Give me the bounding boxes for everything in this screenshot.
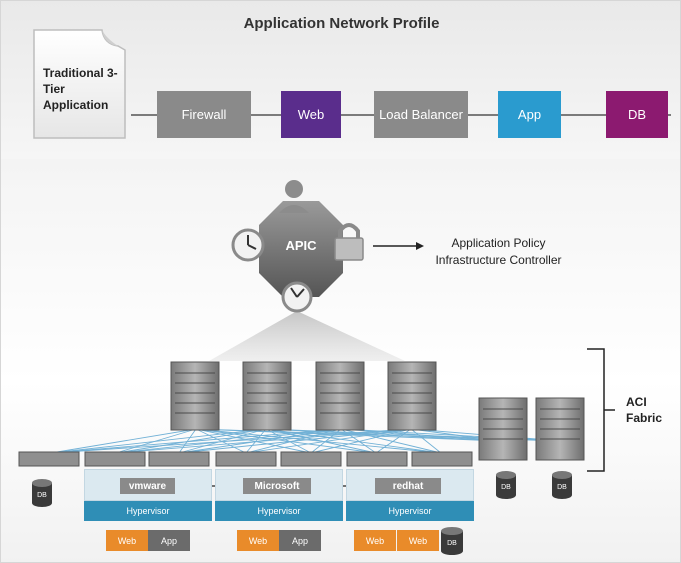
fabric-graphics: DB DB DB DB bbox=[18, 180, 615, 555]
apic-fabric-cone bbox=[209, 311, 405, 361]
db-icon: DB bbox=[496, 471, 516, 499]
tier-label: App bbox=[517, 107, 542, 122]
document-icon bbox=[33, 29, 126, 139]
db-text: DB bbox=[37, 492, 47, 499]
apic-label[interactable]: APIC bbox=[285, 238, 317, 253]
spine-switches bbox=[170, 361, 585, 461]
leaf-switch bbox=[84, 451, 146, 467]
apic-description: Application Policy Infrastructure Contro… bbox=[435, 236, 562, 267]
tier-firewall[interactable]: Firewall bbox=[157, 91, 251, 138]
workload-web[interactable]: Web bbox=[354, 530, 396, 551]
workload-web[interactable]: Web bbox=[397, 530, 439, 551]
clock-icon bbox=[231, 228, 265, 262]
tier-label: Web bbox=[297, 107, 325, 122]
spine-switch bbox=[315, 361, 365, 431]
db-text: DB bbox=[557, 484, 567, 491]
vendor-microsoft[interactable]: Microsoft bbox=[243, 478, 311, 494]
hypervisor-bar-1[interactable]: Hypervisor bbox=[84, 501, 212, 521]
vendor-vmware[interactable]: vmware bbox=[120, 478, 175, 494]
aci-fabric-bracket bbox=[587, 348, 615, 472]
apic-octagon bbox=[259, 201, 343, 297]
tier-web[interactable]: Web bbox=[281, 91, 341, 138]
traditional-3-tier-app-label: Traditional 3-Tier Application bbox=[43, 66, 118, 112]
application-network-profile-panel: Application Network Profile Traditional … bbox=[1, 1, 680, 160]
tier-db[interactable]: DB bbox=[606, 91, 668, 138]
spine-switch bbox=[242, 361, 292, 431]
leaf-switch bbox=[215, 451, 277, 467]
hypervisor-bar-3[interactable]: Hypervisor bbox=[346, 501, 474, 521]
leaf-switch bbox=[280, 451, 342, 467]
leaf-switch bbox=[148, 451, 210, 467]
db-text: DB bbox=[447, 540, 457, 547]
db-icon: DB bbox=[32, 479, 52, 507]
leaf-switch bbox=[18, 451, 80, 467]
clock-icon bbox=[281, 281, 313, 313]
leaf-switch bbox=[411, 451, 473, 467]
spine-switch bbox=[387, 361, 437, 431]
apic-description-arrow bbox=[373, 242, 424, 250]
user-icon bbox=[279, 180, 309, 213]
tier-load-balancer[interactable]: Load Balancer bbox=[374, 91, 468, 138]
workload-web[interactable]: Web bbox=[106, 530, 148, 551]
fabric-links bbox=[50, 428, 562, 454]
tier-label: Load Balancer bbox=[379, 107, 463, 122]
leaf-switch bbox=[346, 451, 408, 467]
spine-switch bbox=[170, 361, 220, 431]
db-text: DB bbox=[501, 484, 511, 491]
db-icon: DB bbox=[441, 527, 463, 555]
vendor-redhat[interactable]: redhat bbox=[375, 478, 441, 494]
hypervisor-bar-2[interactable]: Hypervisor bbox=[215, 501, 343, 521]
tier-label: DB bbox=[627, 107, 647, 122]
profile-title: Application Network Profile bbox=[243, 15, 440, 32]
tier-app[interactable]: App bbox=[498, 91, 561, 138]
workload-app[interactable]: App bbox=[279, 530, 321, 551]
workload-web[interactable]: Web bbox=[237, 530, 279, 551]
leaf-switches bbox=[18, 451, 473, 467]
tier-label: Firewall bbox=[181, 107, 227, 122]
workload-app[interactable]: App bbox=[148, 530, 190, 551]
db-icon: DB bbox=[552, 471, 572, 499]
lock-icon bbox=[334, 223, 364, 261]
hypervisor-band-3 bbox=[346, 469, 474, 501]
aci-fabric-label: ACI Fabric bbox=[626, 395, 663, 425]
